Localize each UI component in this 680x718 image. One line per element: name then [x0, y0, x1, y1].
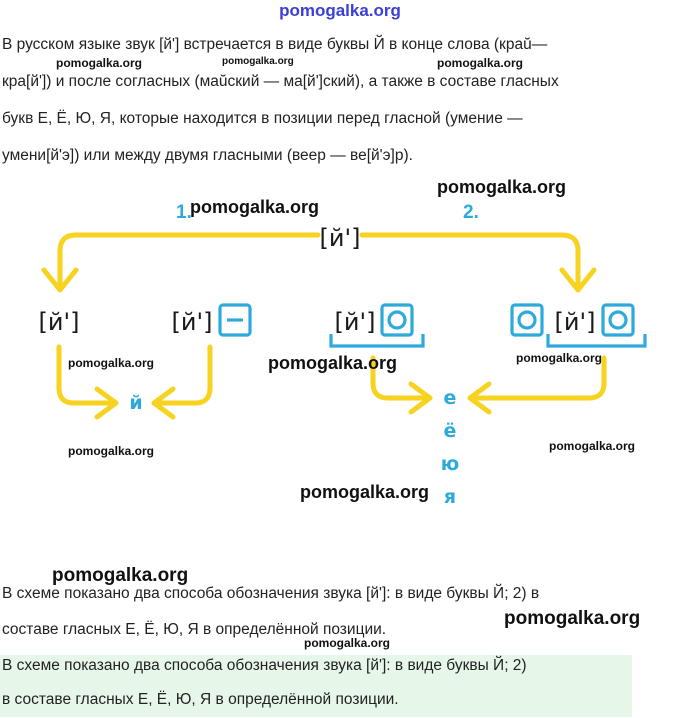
watermark: pomogalka.org: [68, 444, 155, 458]
watermark: pomogalka.org: [300, 482, 430, 502]
arrowhead-right-b: [467, 381, 492, 415]
arrow-left-b-to-y: [155, 344, 213, 406]
right-node-a: [й']: [335, 308, 376, 336]
vowel-circle-square-icon: [510, 303, 544, 337]
arrowhead-left-down: [41, 267, 79, 293]
intro-line-2: кра[й']) и после согласных (маŭский — ма…: [2, 73, 559, 90]
watermark: pomogalka.org: [437, 56, 524, 70]
arrow-root-right: [359, 232, 581, 290]
watermark: pomogalka.org: [268, 353, 398, 373]
watermark: pomogalka.org: [516, 351, 603, 365]
watermark: pomogalka.org: [56, 56, 143, 70]
watermark: pomogalka.org: [304, 636, 391, 650]
arrowhead-right-a: [408, 381, 433, 415]
arrow-root-left: [57, 232, 321, 290]
arrowhead-left-b: [151, 386, 176, 420]
watermark: pomogalka.org: [549, 439, 636, 453]
answer-line-2: составе гласных Е, Ё, Ю, Я в определённо…: [2, 621, 387, 638]
watermark: pomogalka.org: [437, 177, 567, 197]
left-node-a: [й']: [39, 308, 80, 336]
arrow-right-a-to-e: [370, 355, 429, 401]
consonant-square-icon: [218, 303, 252, 337]
result-letter-e: е: [444, 387, 457, 409]
result-letter-ya: я: [444, 486, 456, 508]
branch-number-1: 1.: [176, 202, 192, 223]
arrowhead-left-a: [94, 386, 119, 420]
result-letter-yo: ё: [444, 420, 457, 442]
root-sound: [й']: [320, 224, 361, 252]
arrow-right-b-to-e: [471, 355, 607, 401]
watermark-top: pomogalka.org: [279, 1, 401, 20]
intro-paragraph: В русском языке звук [й'] встречается в …: [2, 31, 674, 170]
result-letter-yu: ю: [441, 453, 459, 475]
intro-line-4: умени[й'э]) или между двумя гласными (ве…: [2, 147, 413, 164]
arrow-left-a-to-y: [56, 344, 115, 406]
highlighted-answer-text: В схеме показано два способа обозначения…: [2, 652, 674, 714]
watermark: pomogalka.org: [68, 356, 155, 370]
arrowhead-right-down: [559, 267, 597, 293]
watermark: pomogalka.org: [52, 565, 189, 586]
watermark: pomogalka.org: [504, 608, 641, 629]
highlighted-answer: В схеме показано два способа обозначения…: [0, 655, 632, 717]
result-letter-y: й: [129, 392, 142, 414]
highlight-line-2: в составе гласных Е, Ё, Ю, Я в определён…: [2, 691, 399, 708]
bracket-right-a: [329, 334, 425, 348]
vowel-circle-square-icon: [601, 303, 635, 337]
highlight-line-1: В схеме показано два способа обозначения…: [2, 657, 527, 674]
sound-diagram: [й'] 1. 2. [й'] [й'] [й'] [й'] й е ё ю я: [39, 202, 647, 508]
intro-line-3: букв Е, Ё, Ю, Я, которые находится в поз…: [2, 110, 523, 127]
right-node-b: [й']: [555, 308, 596, 336]
answer-line-1: В схеме показано два способа обозначения…: [2, 585, 540, 602]
intro-line-1: В русском языке звук [й'] встречается в …: [2, 36, 548, 53]
left-node-b: [й']: [172, 308, 213, 336]
branch-number-2: 2.: [463, 202, 479, 223]
watermark: pomogalka.org: [190, 197, 320, 217]
vowel-circle-square-icon: [380, 303, 414, 337]
bracket-right-b: [546, 334, 647, 348]
watermark: pomogalka.org: [222, 56, 294, 67]
answer-text: В схеме показано два способа обозначения…: [2, 580, 674, 644]
